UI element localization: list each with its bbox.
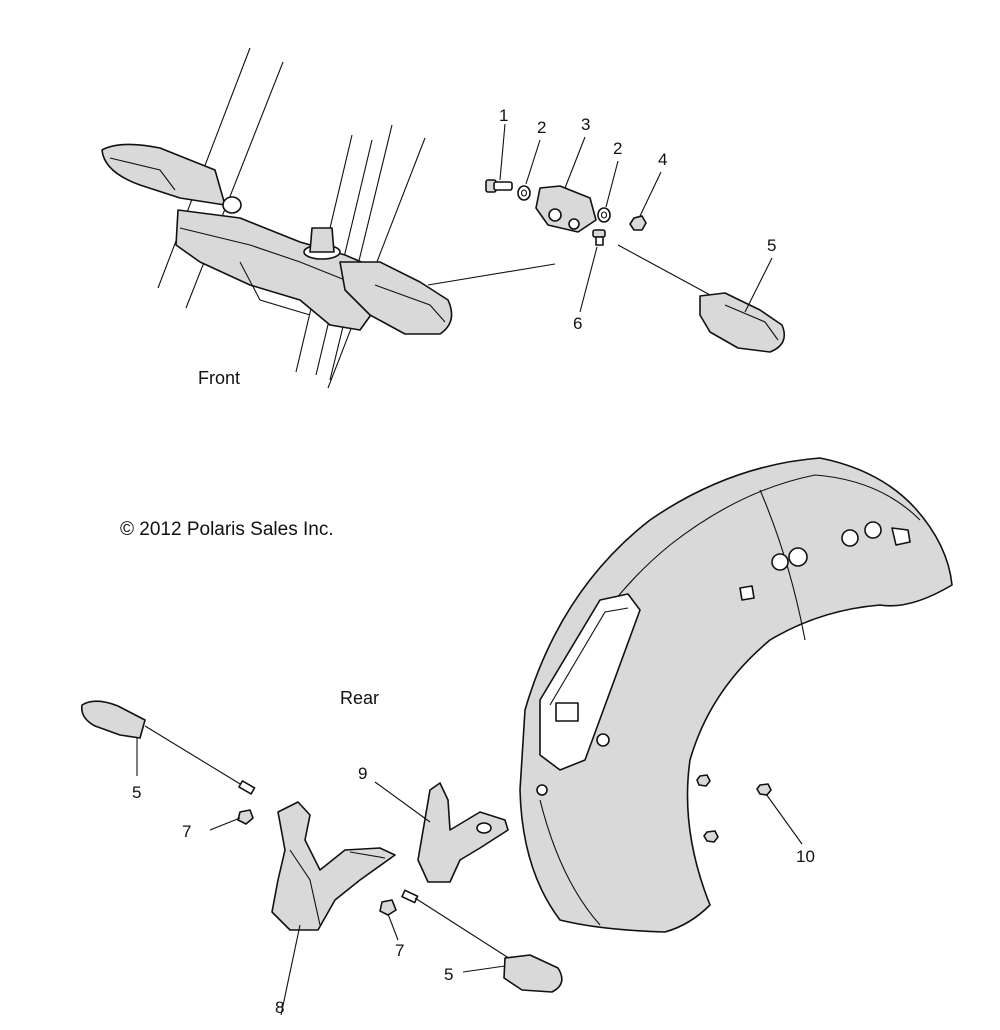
callout-8: 8 (275, 998, 284, 1017)
washer-part-2-right (597, 207, 611, 223)
callout-2-right: 2 (613, 139, 622, 158)
callout-9: 9 (358, 764, 367, 783)
front-left-turn-signal (101, 143, 242, 214)
screw-part-6 (592, 229, 606, 246)
nut-part-4 (629, 215, 647, 231)
callout-4: 4 (658, 150, 667, 169)
callout-7-bottom: 7 (395, 941, 404, 960)
front-label: Front (198, 368, 240, 388)
bracket-part-9 (417, 782, 509, 883)
mount-block-part-3 (535, 185, 597, 233)
copyright-notice: © 2012 Polaris Sales Inc. (120, 519, 334, 540)
nuts-part-10 (696, 774, 772, 843)
callout-7-left: 7 (182, 822, 191, 841)
screw-part-7-left (237, 809, 254, 825)
front-hardware-exploded (485, 179, 786, 353)
rear-label: Rear (340, 688, 379, 708)
front-right-turn-signal (339, 261, 453, 335)
front-explode-line (427, 263, 556, 286)
callout-1: 1 (499, 106, 508, 125)
bracket-part-8 (271, 801, 396, 931)
callout-6: 6 (573, 314, 582, 333)
callout-5-front: 5 (767, 236, 776, 255)
front-callout-leaders (499, 123, 773, 313)
triple-clamp (175, 209, 381, 331)
turn-signal-part-5-rear-bottom (401, 889, 563, 993)
front-fork-assembly (157, 47, 426, 389)
turn-signal-part-5-front (617, 244, 786, 353)
callout-3: 3 (581, 115, 590, 134)
callout-2-left: 2 (537, 118, 546, 137)
bolt-part-1 (485, 179, 513, 193)
washer-part-2-left (517, 185, 531, 201)
rear-fender (519, 457, 953, 933)
callout-5-rear-left: 5 (132, 783, 141, 802)
rear-callout-leaders (136, 738, 803, 1016)
turn-signal-part-5-rear-left (80, 700, 256, 795)
callout-5-rear-bottom: 5 (444, 965, 453, 984)
callout-10: 10 (796, 847, 815, 866)
screw-part-7-bottom (379, 899, 397, 916)
